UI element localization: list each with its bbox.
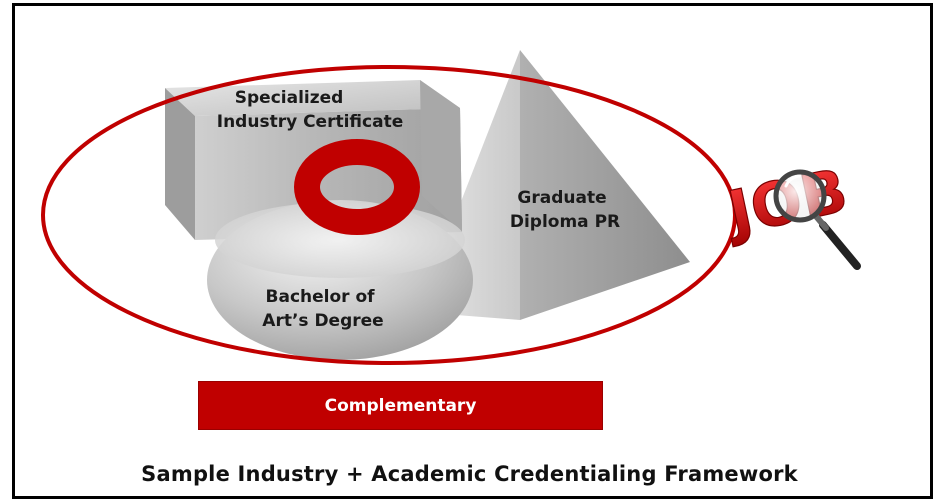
sphere-shape bbox=[207, 200, 473, 360]
job-search-icon: JOB bbox=[718, 155, 861, 270]
cube-label: Specialized Industry Certificate bbox=[217, 88, 403, 132]
complementary-bar: Complementary bbox=[198, 381, 603, 430]
sphere-label: Bachelor of Art’s Degree bbox=[262, 287, 383, 331]
complementary-label: Complementary bbox=[324, 395, 477, 416]
red-ring bbox=[294, 139, 420, 235]
framework-ellipse bbox=[41, 65, 737, 365]
diagram-caption: Sample Industry + Academic Credentialing… bbox=[141, 462, 798, 486]
pyramid-label: Graduate Diploma PR bbox=[510, 188, 620, 232]
